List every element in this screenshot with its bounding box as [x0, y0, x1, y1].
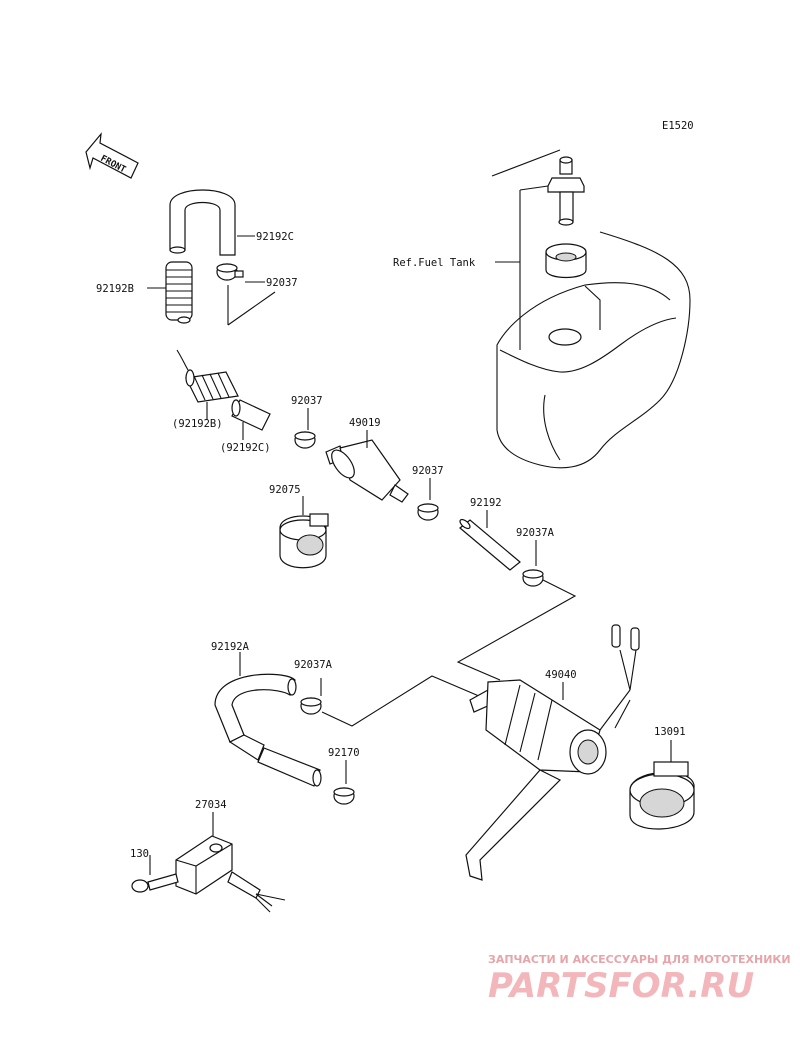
clamp-92037-right-part [417, 503, 439, 521]
label-92192A: 92192A [211, 641, 250, 653]
fuel-pump-49040-part [465, 624, 640, 881]
clamp-92037-top-part [216, 263, 244, 281]
label-92037-mid: 92037 [291, 395, 323, 407]
clamp-92037-mid-part [294, 431, 316, 449]
control-unit-27034-part [175, 835, 286, 913]
watermark: ЗАПЧАСТИ И АКСЕССУАРЫ ДЛЯ МОТОТЕХНИКИ PA… [488, 953, 791, 1006]
clamp-92170-part [333, 787, 355, 805]
label-92192C-paren: (92192C) [220, 442, 271, 454]
spring-92192B-installed-part [176, 349, 239, 403]
diagram-code: E1520 [662, 120, 694, 132]
bracket-92075-part [279, 513, 329, 569]
label-92037-right: 92037 [412, 465, 444, 477]
watermark-tagline: ЗАПЧАСТИ И АКСЕССУАРЫ ДЛЯ МОТОТЕХНИКИ [488, 953, 791, 966]
label-49019: 49019 [349, 417, 381, 429]
label-130: 130 [130, 848, 149, 860]
hose-92192A-part [214, 673, 322, 787]
label-92170: 92170 [328, 747, 360, 759]
part-labels: 92192C 92037 92192B (92192B) (92192C) 92… [96, 231, 686, 860]
hose-92192C-part [169, 189, 236, 256]
pump-bracket-13091-part [629, 761, 695, 830]
ref-fuel-tank-note: Ref.Fuel Tank [393, 257, 476, 269]
label-13091: 13091 [654, 726, 686, 738]
fuel-tap-part [547, 156, 585, 226]
label-49040: 49040 [545, 669, 577, 681]
hose-92192-part [459, 518, 521, 571]
label-92037A-upper: 92037A [516, 527, 555, 539]
clamp-92037A-upper-part [522, 569, 544, 587]
label-92037-top: 92037 [266, 277, 298, 289]
watermark-brand: PARTSFOR.RU [488, 966, 754, 1006]
label-92192C: 92192C [256, 231, 294, 243]
label-27034: 27034 [195, 799, 227, 811]
spring-92192B-part [165, 261, 193, 324]
label-92192B-paren: (92192B) [172, 418, 223, 430]
label-92192B: 92192B [96, 283, 134, 295]
label-92037A-lower: 92037A [294, 659, 333, 671]
label-92075: 92075 [269, 484, 301, 496]
bolt-130-part [131, 873, 179, 893]
clamp-92037A-lower-part [300, 697, 322, 715]
tank-grommet-part [545, 243, 587, 279]
hose-92192C-installed-part [231, 399, 271, 431]
label-92192: 92192 [470, 497, 502, 509]
fuel-tank-ref-shape [491, 149, 691, 469]
front-arrow-icon: FRONT [85, 132, 139, 179]
fuel-filter-49019-part [325, 439, 409, 503]
